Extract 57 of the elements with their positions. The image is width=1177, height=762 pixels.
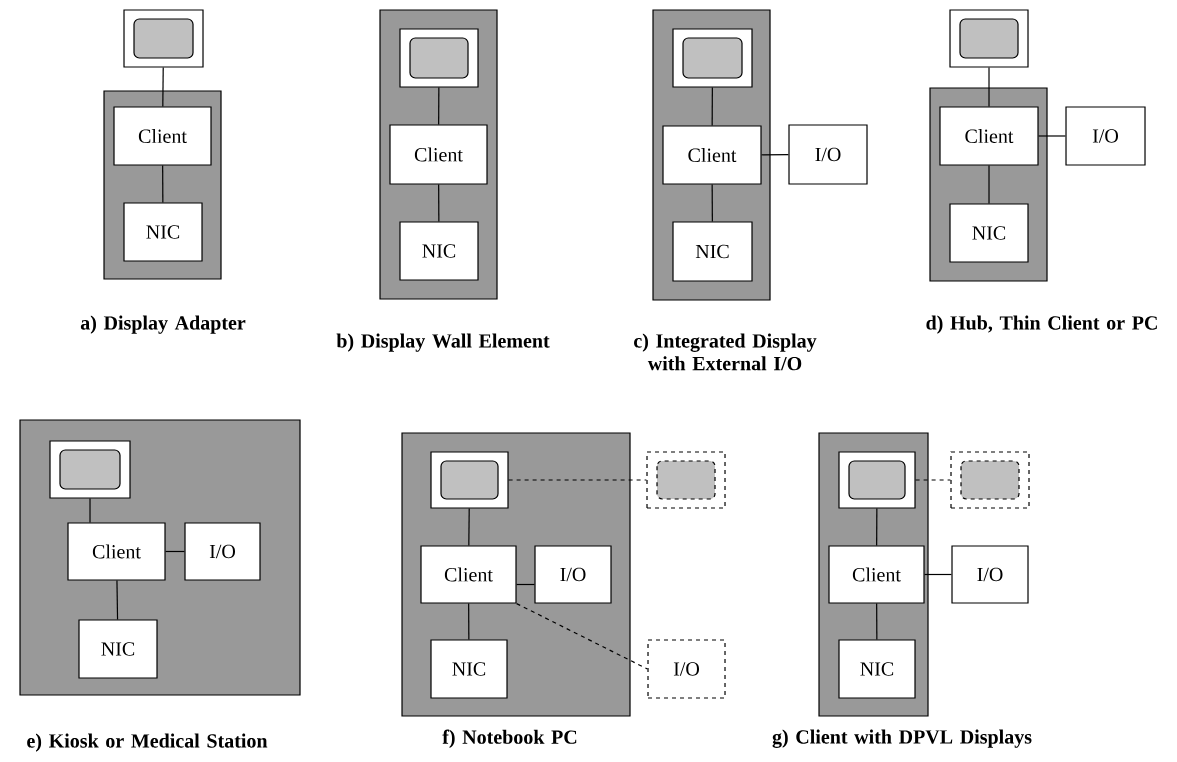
- monitor-icon: [399, 28, 479, 88]
- connector-line: [876, 603, 878, 640]
- monitor-icon: [123, 9, 204, 68]
- caption: b) Display Wall Element: [336, 333, 550, 352]
- connector-line: [876, 508, 878, 546]
- monitor-icon: [49, 440, 131, 499]
- caption: c) Integrated Display with External I/O: [634, 333, 817, 371]
- monitor-icon: [646, 451, 726, 509]
- connector-line: [988, 67, 990, 107]
- connector-line: [438, 184, 440, 222]
- connector-line: [438, 87, 440, 125]
- connector-line: [915, 479, 951, 481]
- label-box: I/O: [1065, 106, 1146, 166]
- connector-line: [468, 603, 470, 640]
- caption: f) Notebook PC: [442, 729, 577, 748]
- monitor-icon: [950, 451, 1030, 509]
- connector-line: [516, 603, 648, 670]
- dashed-box: I/O: [647, 639, 726, 699]
- connector-line: [89, 498, 91, 523]
- connector-line: [711, 184, 713, 222]
- label-box: NIC: [399, 221, 479, 281]
- label-box: NIC: [838, 639, 916, 699]
- label-box: Client: [939, 106, 1039, 166]
- label-box: NIC: [949, 203, 1029, 263]
- connector-line: [162, 165, 164, 203]
- connector-line: [1038, 135, 1066, 137]
- label-box: NIC: [123, 202, 203, 262]
- connector-line: [165, 550, 185, 553]
- connector-line: [761, 154, 789, 156]
- label-box: I/O: [951, 545, 1029, 604]
- label-box: NIC: [78, 619, 158, 679]
- monitor-icon: [672, 28, 753, 88]
- label-box: Client: [420, 545, 517, 604]
- connector-line: [162, 67, 164, 107]
- caption: g) Client with DPVL Displays: [772, 729, 1032, 748]
- caption: e) Kiosk or Medical Station: [27, 733, 268, 752]
- monitor-icon: [949, 9, 1029, 68]
- connector-line: [988, 165, 990, 204]
- caption: a) Display Adapter: [80, 315, 246, 334]
- label-box: NIC: [672, 221, 753, 282]
- connector-line: [924, 573, 952, 576]
- caption: d) Hub, Thin Client or PC: [926, 315, 1157, 334]
- label-box: I/O: [788, 124, 868, 185]
- label-box: NIC: [430, 639, 508, 699]
- connector-line: [711, 87, 713, 126]
- label-box: I/O: [534, 545, 612, 604]
- label-box: Client: [389, 124, 488, 185]
- label-box: Client: [662, 125, 762, 185]
- label-box: I/O: [184, 522, 261, 581]
- connector-line: [468, 508, 470, 546]
- connector-line: [116, 580, 119, 620]
- connector-line: [516, 583, 535, 586]
- monitor-icon: [430, 451, 509, 509]
- monitor-icon: [838, 451, 916, 509]
- label-box: Client: [113, 106, 212, 166]
- label-box: Client: [828, 545, 925, 604]
- label-box: Client: [67, 522, 166, 581]
